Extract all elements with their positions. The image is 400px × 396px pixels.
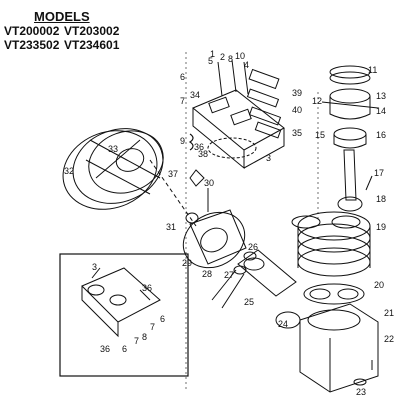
part-label: 28 (202, 269, 212, 279)
part-label: 1 (210, 49, 215, 59)
part-label: 38 (198, 149, 208, 159)
inset-detail (81, 267, 161, 338)
model-number-2: VT203002 (64, 24, 120, 38)
inset-part-label: 6 (122, 344, 127, 354)
cylinder-block (291, 211, 371, 277)
inset-part-label: 7 (134, 336, 139, 346)
part-label: 21 (384, 308, 394, 318)
part-label: 34 (190, 90, 200, 100)
part-label: 9 (180, 136, 185, 146)
part-label: 32 (64, 166, 74, 176)
crankshaft (211, 249, 297, 309)
inset-part-label: 36 (142, 283, 152, 293)
part-label: 22 (384, 334, 394, 344)
part-label: 36 (194, 142, 204, 152)
models-heading: MODELS (34, 9, 90, 24)
part-label: 16 (376, 130, 386, 140)
model-number-3: VT233502 (4, 38, 60, 52)
part-label: 8 (228, 54, 233, 64)
part-label: 24 (278, 319, 288, 329)
part-label: 30 (204, 178, 214, 188)
part-label: 23 (356, 387, 366, 396)
part-label: 37 (168, 169, 178, 179)
inset-part-label: 8 (142, 332, 147, 342)
part-label: 14 (376, 106, 386, 116)
part-label: 15 (315, 130, 325, 140)
part-label: 5 (208, 56, 213, 66)
part-label: 7 (180, 96, 185, 106)
part-label: 3 (266, 153, 271, 163)
part-label: 35 (292, 128, 302, 138)
part-label: 39 (292, 88, 302, 98)
part-label: 10 (235, 51, 245, 61)
part-label: 25 (244, 297, 254, 307)
inset-callout-labels: 3 36 6 7 8 36 6 7 (92, 262, 165, 354)
part-label: 6 (180, 72, 185, 82)
part-label: 17 (374, 168, 384, 178)
flywheel-pulley (62, 128, 164, 210)
inset-part-label: 7 (150, 322, 155, 332)
inset-part-label: 6 (160, 314, 165, 324)
part-label: 4 (244, 60, 249, 70)
part-label: 33 (108, 144, 118, 154)
part-label: 27 (224, 270, 234, 280)
part-label: 13 (376, 91, 386, 101)
part-label: 31 (166, 222, 176, 232)
inset-box (59, 253, 189, 377)
part-label: 12 (312, 96, 322, 106)
part-label: 18 (376, 194, 386, 204)
part-label: 26 (248, 242, 258, 252)
part-callout-labels: 1 2 3 4 5 6 7 8 9 10 11 12 13 14 15 16 1… (64, 49, 394, 396)
model-number-4: VT234601 (64, 38, 120, 52)
part-label: 29 (182, 258, 192, 268)
bearing-cover (182, 209, 247, 269)
model-number-1: VT200002 (4, 24, 60, 38)
part-label: 40 (292, 105, 302, 115)
part-label: 19 (376, 222, 386, 232)
crankcase (299, 303, 379, 393)
part-label: 2 (220, 52, 225, 62)
part-label: 20 (374, 280, 384, 290)
part-label: 11 (368, 65, 377, 75)
inset-part-label: 3 (92, 262, 97, 272)
inset-part-label: 36 (100, 344, 110, 354)
